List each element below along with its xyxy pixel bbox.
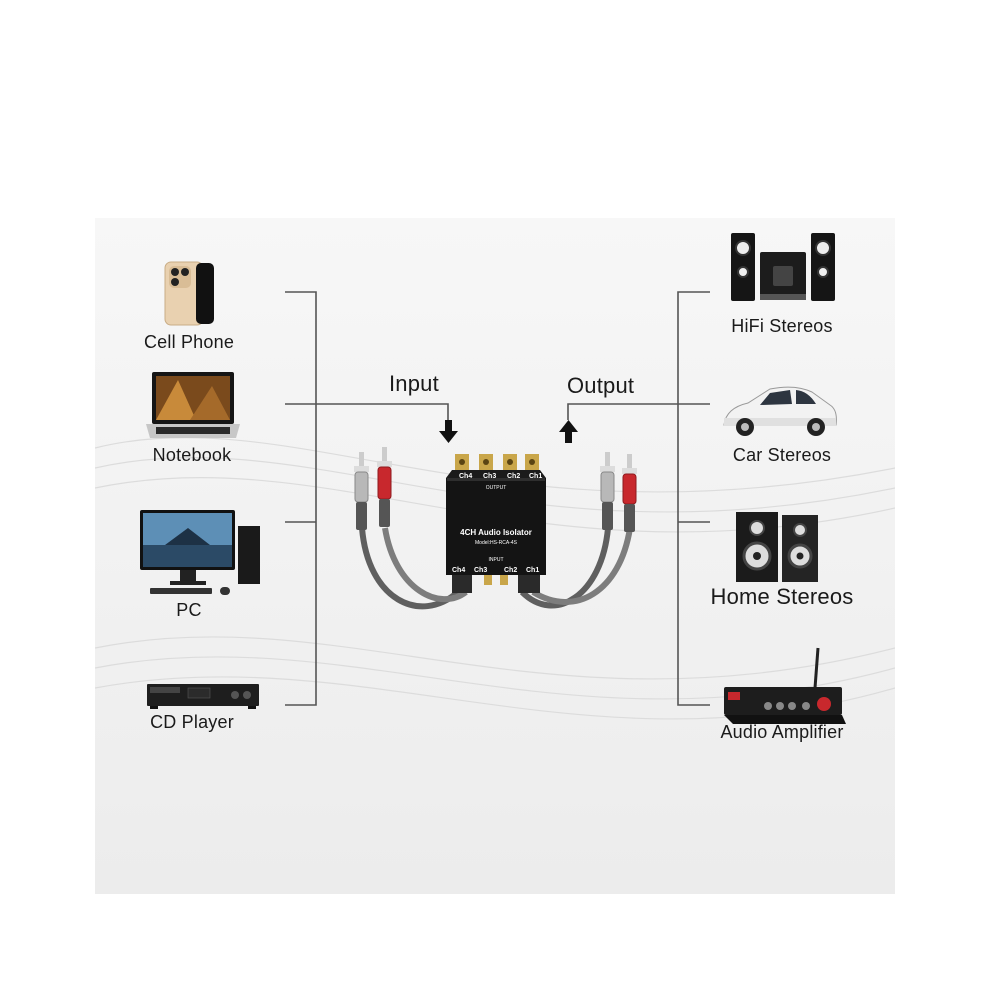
source-label-cell-phone: Cell Phone [143,332,235,352]
home-speakers-icon [736,512,818,582]
source-label-notebook: Notebook [152,445,232,465]
ch-label: Ch1 [529,473,542,480]
connector-lines [285,291,710,706]
audio-isolator-device: Ch4 Ch3 Ch2 Ch1 OUTPUT 4CH Audio Isolato… [446,454,546,593]
dest-label-hifi: HiFi Stereos [731,316,833,336]
ch-label: Ch4 [459,473,472,480]
notebook-icon [146,372,240,438]
ch-label: Ch2 [504,567,517,574]
source-label-cd-player: CD Player [150,712,234,732]
hifi-stereo-icon [731,233,835,301]
output-arrow-icon [559,420,578,443]
device-input-label: INPUT [489,557,504,563]
input-label: Input [389,371,439,396]
device-output-label: OUTPUT [486,485,507,491]
cd-player-icon [147,684,259,709]
output-jacks [455,454,539,470]
channel-labels-bottom: Ch4 Ch3 Ch2 Ch1 [452,567,539,574]
channel-labels-top: Ch4 Ch3 Ch2 Ch1 [459,473,542,480]
amplifier-icon [724,647,846,724]
pc-icon [140,510,260,595]
dest-label-amplifier: Audio Amplifier [720,722,844,742]
ch-label: Ch3 [474,567,487,574]
cell-phone-icon [164,261,214,326]
input-jacks [452,575,540,593]
ch-label: Ch4 [452,567,465,574]
device-model: Model:HS-RCA-4S [475,540,518,546]
dest-label-car: Car Stereos [732,445,832,465]
dest-label-home: Home Stereos [710,584,854,609]
output-label: Output [567,373,635,398]
right-rca-cables [519,452,637,609]
input-arrow-icon [439,420,458,443]
ch-label: Ch3 [483,473,496,480]
source-label-pc: PC [176,600,202,620]
ch-label: Ch2 [507,473,520,480]
ch-label: Ch1 [526,567,539,574]
car-icon [723,386,837,436]
left-rca-cables [354,447,468,610]
device-title: 4CH Audio Isolator [460,528,532,537]
